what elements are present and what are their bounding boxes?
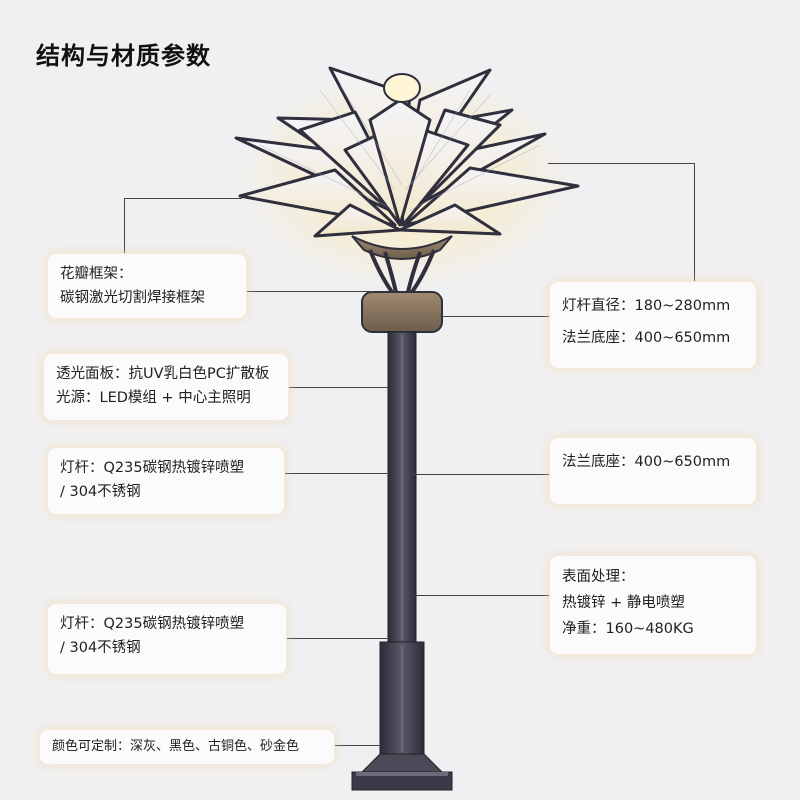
spec-card-pole-diameter: 灯杆直径：180~280mm 法兰底座：400~650mm <box>550 282 756 368</box>
spec-card-color-options: 颜色可定制：深灰、黑色、古铜色、砂金色 <box>40 730 334 764</box>
spec-card-flange-base: 法兰底座：400~650mm <box>550 438 756 504</box>
neck <box>368 249 436 294</box>
card-line: 灯杆：Q235碳钢热镀锌喷塑 <box>60 460 245 476</box>
leader-line <box>283 473 390 474</box>
leader-line <box>440 316 550 317</box>
card-line: 碳钢激光切割焊接框架 <box>60 290 205 306</box>
spec-card-panel-light-source: 透光面板：抗UV乳白色PC扩散板 光源：LED模组 + 中心主照明 <box>44 354 288 420</box>
leader-line <box>694 163 695 283</box>
card-line: / 304不锈钢 <box>60 640 141 656</box>
leader-line <box>286 638 390 639</box>
card-line: 灯杆：Q235碳钢热镀锌喷塑 <box>60 616 245 632</box>
card-line: 灯杆直径：180~280mm <box>562 298 731 314</box>
top-bulb <box>383 73 421 103</box>
leader-line <box>286 387 388 388</box>
spec-card-petal-frame: 花瓣框架： 碳钢激光切割焊接框架 <box>48 254 246 318</box>
spec-card-surface-treatment: 表面处理： 热镀锌 + 静电喷塑 净重：160~480KG <box>550 556 756 654</box>
card-line: 净重：160~480KG <box>562 621 694 637</box>
card-line: 法兰底座：400~650mm <box>562 454 731 470</box>
card-line: / 304不锈钢 <box>60 484 141 500</box>
petal-mesh <box>259 84 541 211</box>
leader-line <box>548 163 694 164</box>
leader-line <box>414 595 550 596</box>
flower-base <box>351 235 453 260</box>
flange-gussets <box>360 753 444 773</box>
card-line: 颜色可定制：深灰、黑色、古铜色、砂金色 <box>52 739 300 754</box>
leader-line <box>412 474 550 475</box>
spec-card-pole-material: 灯杆：Q235碳钢热镀锌喷塑 / 304不锈钢 <box>48 448 284 514</box>
leader-line <box>333 745 381 746</box>
card-line: 光源：LED模组 + 中心主照明 <box>56 390 251 406</box>
card-line: 法兰底座：400~650mm <box>562 330 731 346</box>
card-line: 花瓣框架： <box>60 266 133 282</box>
spec-card-pole-material-2: 灯杆：Q235碳钢热镀锌喷塑 / 304不锈钢 <box>48 604 286 674</box>
leader-line <box>124 198 125 254</box>
leader-line <box>124 198 242 199</box>
bronze-collar <box>361 291 443 333</box>
card-line: 热镀锌 + 静电喷塑 <box>562 595 685 611</box>
page-title: 结构与材质参数 <box>36 42 211 70</box>
card-line: 表面处理： <box>562 569 635 585</box>
leader-line <box>245 291 373 292</box>
card-line: 透光面板：抗UV乳白色PC扩散板 <box>56 366 270 382</box>
